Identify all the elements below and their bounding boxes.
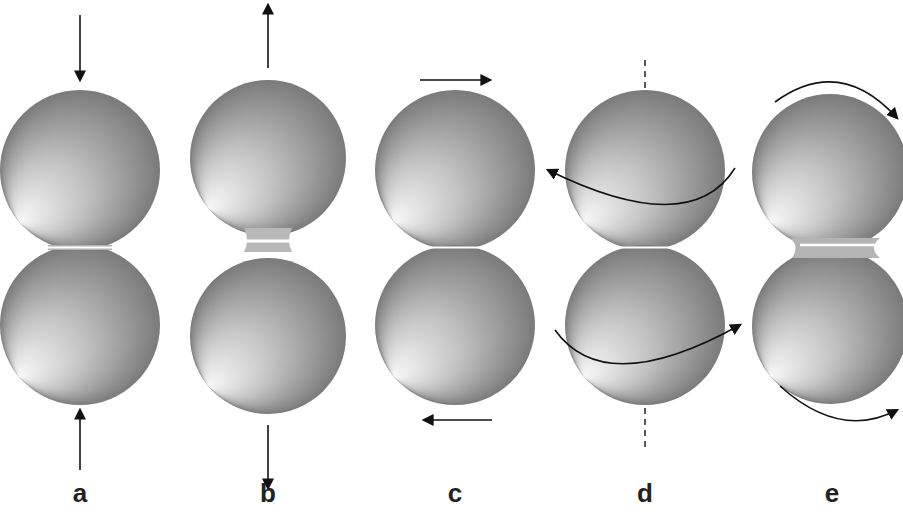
- panel-letter: c: [448, 480, 462, 506]
- sphere-pair-b: [190, 5, 346, 488]
- sphere-pair-d: [548, 60, 740, 452]
- panel-letter: a: [73, 480, 87, 506]
- sphere-pair-a: [0, 15, 160, 470]
- sphere-pair-c: [375, 80, 535, 420]
- panel-letter: b: [260, 480, 276, 506]
- panel-letter: d: [637, 480, 653, 506]
- panel-letter: e: [825, 480, 839, 506]
- sphere-pair-e: [752, 82, 903, 421]
